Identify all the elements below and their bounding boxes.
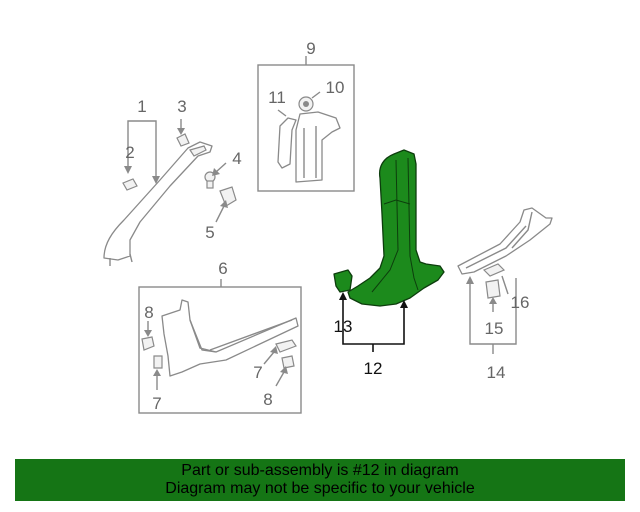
clip-part-3[interactable] (176, 133, 190, 147)
label-5: 5 (205, 223, 214, 242)
banner-line-2: Diagram may not be specific to your vehi… (165, 480, 475, 497)
label-8-left: 8 (144, 303, 153, 322)
retainer-part-5[interactable] (219, 186, 237, 207)
label-8-right: 8 (263, 390, 272, 409)
trim-part-10-panel[interactable] (295, 111, 341, 183)
b-pillar-crease-2 (407, 157, 419, 291)
banner-line-1: Part or sub-assembly is #12 in diagram (181, 462, 459, 479)
clip-part-8-left[interactable] (141, 336, 155, 351)
label-11: 11 (268, 88, 286, 107)
label-10: 10 (326, 78, 345, 97)
label-13: 13 (334, 317, 353, 336)
label-3: 3 (177, 97, 186, 116)
a-pillar-tab-2 (129, 253, 133, 263)
sill-plate-part-6[interactable] (161, 299, 299, 377)
rear-sill-part-14[interactable] (457, 207, 553, 275)
b-pillar-crease-3 (383, 199, 411, 205)
label-1: 1 (137, 97, 146, 116)
clip-part-16[interactable] (482, 263, 506, 277)
a-pillar-trim-group: 1 2 3 4 5 (103, 97, 242, 266)
box-6-outline (138, 286, 302, 414)
group-9-box: 9 10 11 (257, 39, 355, 192)
a-pillar-trim-part-1[interactable] (103, 141, 213, 261)
group-6-box: 6 8 7 7 8 (138, 259, 302, 414)
a-pillar-clip-edge (189, 145, 207, 157)
clip-part-15[interactable] (485, 279, 501, 299)
label-7-left: 7 (152, 394, 161, 413)
clip-part-2[interactable] (122, 178, 138, 191)
info-banner: Part or sub-assembly is #12 in diagram D… (15, 459, 625, 501)
label-14: 14 (487, 363, 506, 382)
b-pillar-trim-group: 13 12 (333, 149, 445, 378)
label-16: 16 (511, 293, 530, 312)
b-pillar-crease (371, 159, 399, 293)
clip-part-10[interactable] (298, 96, 314, 112)
b-pillar-trim-part-12[interactable] (347, 149, 445, 307)
clip-part-7-left[interactable] (153, 355, 163, 369)
trim-part-11[interactable] (277, 117, 297, 169)
label-9: 9 (306, 39, 315, 58)
rear-sill-group: 16 15 14 (457, 207, 553, 382)
clip-part-13[interactable] (333, 269, 353, 293)
label-15: 15 (485, 319, 504, 338)
label-4: 4 (232, 149, 241, 168)
clip-part-8-right[interactable] (281, 355, 295, 369)
clip-part-7-right[interactable] (275, 339, 297, 353)
label-12: 12 (364, 359, 383, 378)
label-2: 2 (125, 143, 134, 162)
label-6: 6 (218, 259, 227, 278)
label-7-right: 7 (253, 363, 262, 382)
callout-bracket-1 (127, 120, 157, 180)
